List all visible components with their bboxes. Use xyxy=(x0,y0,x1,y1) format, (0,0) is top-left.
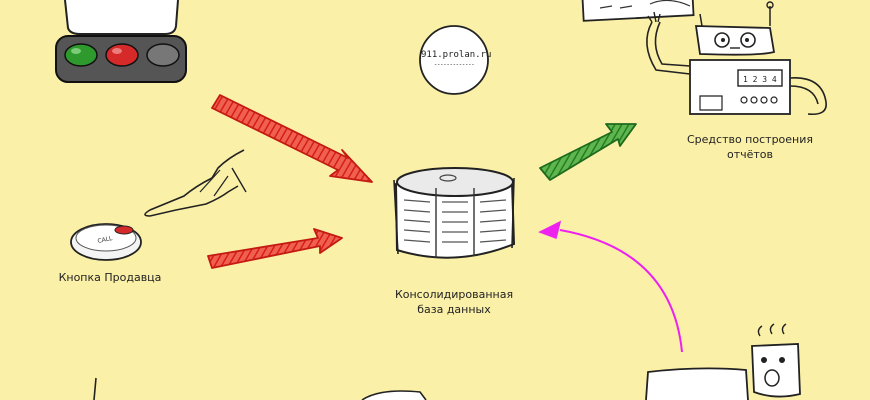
robot-display-text: 1 2 3 4 xyxy=(743,75,777,84)
call-button-text: CALL xyxy=(97,235,114,245)
magenta-arrow-to-db xyxy=(538,220,683,353)
call-button-icon: CALL xyxy=(70,223,142,261)
report-tool-label-line1: Средство построения xyxy=(686,133,814,146)
traffic-light-panel-icon xyxy=(55,0,187,83)
database-label-line2: база данных xyxy=(417,303,491,316)
bottom-fragments xyxy=(93,377,427,400)
red-light-icon xyxy=(105,43,139,67)
seller-button-label: Кнопка Продавца xyxy=(58,271,162,284)
prolan-stamp xyxy=(419,25,489,95)
person-at-screen-icon xyxy=(645,323,801,400)
stamp-url: 911.prolan.ru xyxy=(421,50,492,60)
red-arrow-button-to-db xyxy=(207,228,343,269)
report-robot-icon: 1 2 3 4 xyxy=(581,0,827,116)
gray-light-icon xyxy=(146,43,180,67)
report-tool-label-line2: отчётов xyxy=(726,148,774,161)
green-light-icon xyxy=(64,43,98,67)
red-arrow-panel-to-db xyxy=(211,94,373,183)
green-arrow-db-to-robot xyxy=(539,123,637,181)
pointing-hand-icon xyxy=(144,149,247,217)
database-label-line1: Консолидированная xyxy=(394,288,514,301)
stamp-dashes: ------------- xyxy=(433,61,475,68)
database-drum-icon xyxy=(393,167,516,259)
